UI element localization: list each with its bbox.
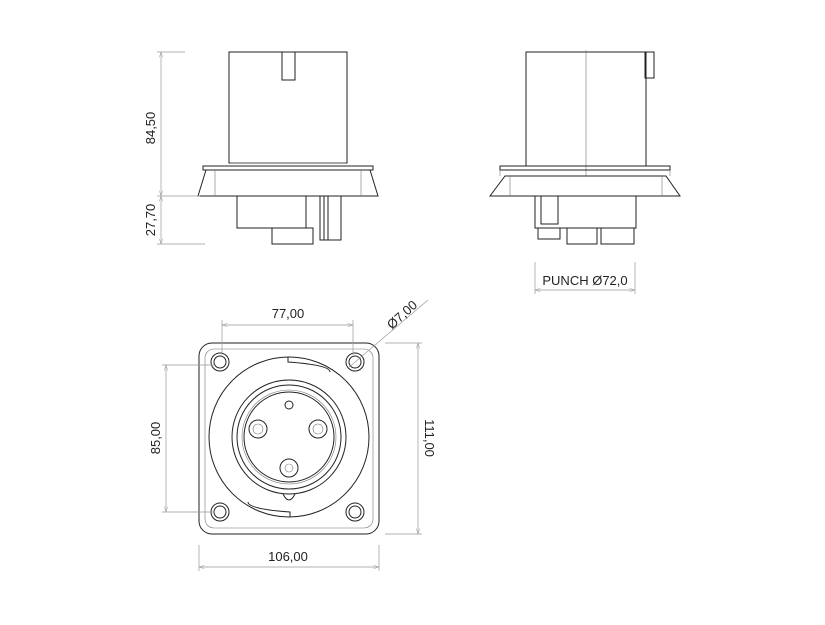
dim-overall-width: 106,00 [268,549,308,564]
bottom-view-dimensions: 77,00 Ø7,00 85,00 106,00 111,00 [148,297,437,571]
side-view-dimensions: PUNCH Ø72,0 [534,262,636,294]
front-view-dimensions: 84,50 27,70 [143,51,205,245]
dim-hole-spacing-horizontal: 77,00 [272,306,305,321]
punch-label: PUNCH Ø72,0 [542,273,627,288]
side-view [489,50,681,245]
dim-hole-diameter: Ø7,00 [384,297,420,332]
dim-overall-height: 111,00 [422,419,437,457]
dim-height-upper: 84,50 [143,112,158,145]
bottom-view [198,342,380,535]
dim-height-lower: 27,70 [143,204,158,237]
dim-hole-spacing-vertical: 85,00 [148,422,163,455]
front-view [197,51,379,245]
